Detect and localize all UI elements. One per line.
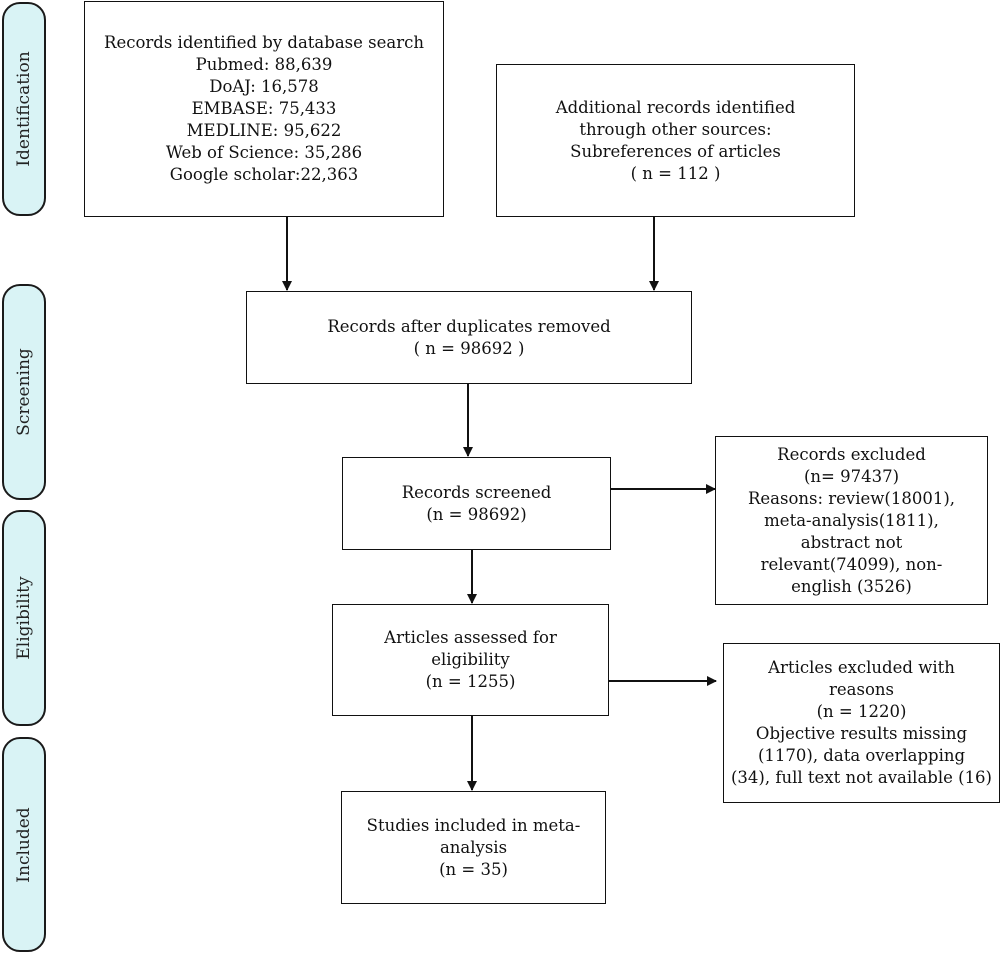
articles-excluded-title-2: reasons [829,680,894,699]
phase-included-label: Included [14,806,34,883]
records-excluded-reason-5: english (3526) [791,576,912,596]
eligibility-box: Articles assessed for eligibility (n = 1… [332,604,609,716]
database-search-title: Records identified by database search [104,33,424,52]
records-excluded-reason-1: Reasons: review(18001), [747,488,956,508]
database-search-embase: EMBASE: 75,433 [191,99,337,118]
duplicates-removed-count: ( n = 98692 ) [413,338,525,358]
other-sources-line-2: through other sources: [579,119,772,139]
studies-included-count: (n = 35) [439,859,508,879]
phase-included: Included [2,737,46,952]
other-sources-count: ( n = 112 ) [630,163,721,183]
phase-identification: Identification [2,2,46,216]
articles-excluded-box: Articles excluded with reasons (n = 1220… [723,643,1000,803]
studies-included-title-1: Studies included in meta- [366,815,581,835]
phase-eligibility: Eligibility [2,510,46,726]
phase-identification-label: Identification [14,51,34,167]
records-screened-box: Records screened (n = 98692) [342,457,611,550]
records-screened-title: Records screened [401,482,552,502]
records-excluded-box: Records excluded (n= 97437) Reasons: rev… [715,436,988,605]
records-excluded-reason-2: meta-analysis(1811), [764,510,939,530]
database-search-box: Records identified by database search Pu… [84,1,444,217]
database-search-doaj: DoAJ: 16,578 [209,77,319,96]
database-search-web-of-science: Web of Science: 35,286 [165,143,363,162]
studies-included-title-2: analysis [439,837,508,857]
eligibility-title-1: Articles assessed for [384,628,557,647]
other-sources-box: Additional records identified through ot… [496,64,855,217]
articles-excluded-count: (n = 1220) [816,702,907,721]
other-sources-line-3: Subreferences of articles [570,141,781,161]
studies-included-box: Studies included in meta- analysis (n = … [341,791,606,904]
records-excluded-reason-4: relevant(74099), non- [760,554,943,574]
records-excluded-reason-3: abstract not [800,532,903,552]
duplicates-removed-title: Records after duplicates removed [327,316,611,336]
articles-excluded-reason-1: Objective results missing [755,724,968,743]
database-search-google-scholar: Google scholar:22,363 [169,165,359,184]
other-sources-line-1: Additional records identified [555,97,796,117]
articles-excluded-title-1: Articles excluded with [768,658,955,677]
eligibility-count: (n = 1255) [425,672,516,691]
records-screened-count: (n = 98692) [426,504,527,524]
phase-eligibility-label: Eligibility [14,576,34,660]
database-search-pubmed: Pubmed: 88,639 [195,55,333,74]
phase-screening-label: Screening [14,348,34,436]
records-excluded-title: Records excluded [777,444,926,464]
phase-screening: Screening [2,284,46,500]
eligibility-title-2: eligibility [431,650,510,669]
articles-excluded-reason-2: (1170), data overlapping [757,746,966,765]
database-search-medline: MEDLINE: 95,622 [186,121,342,140]
articles-excluded-reason-3: (34), full text not available (16) [730,768,992,787]
duplicates-removed-box: Records after duplicates removed ( n = 9… [246,291,692,384]
records-excluded-count: (n= 97437) [803,466,900,486]
